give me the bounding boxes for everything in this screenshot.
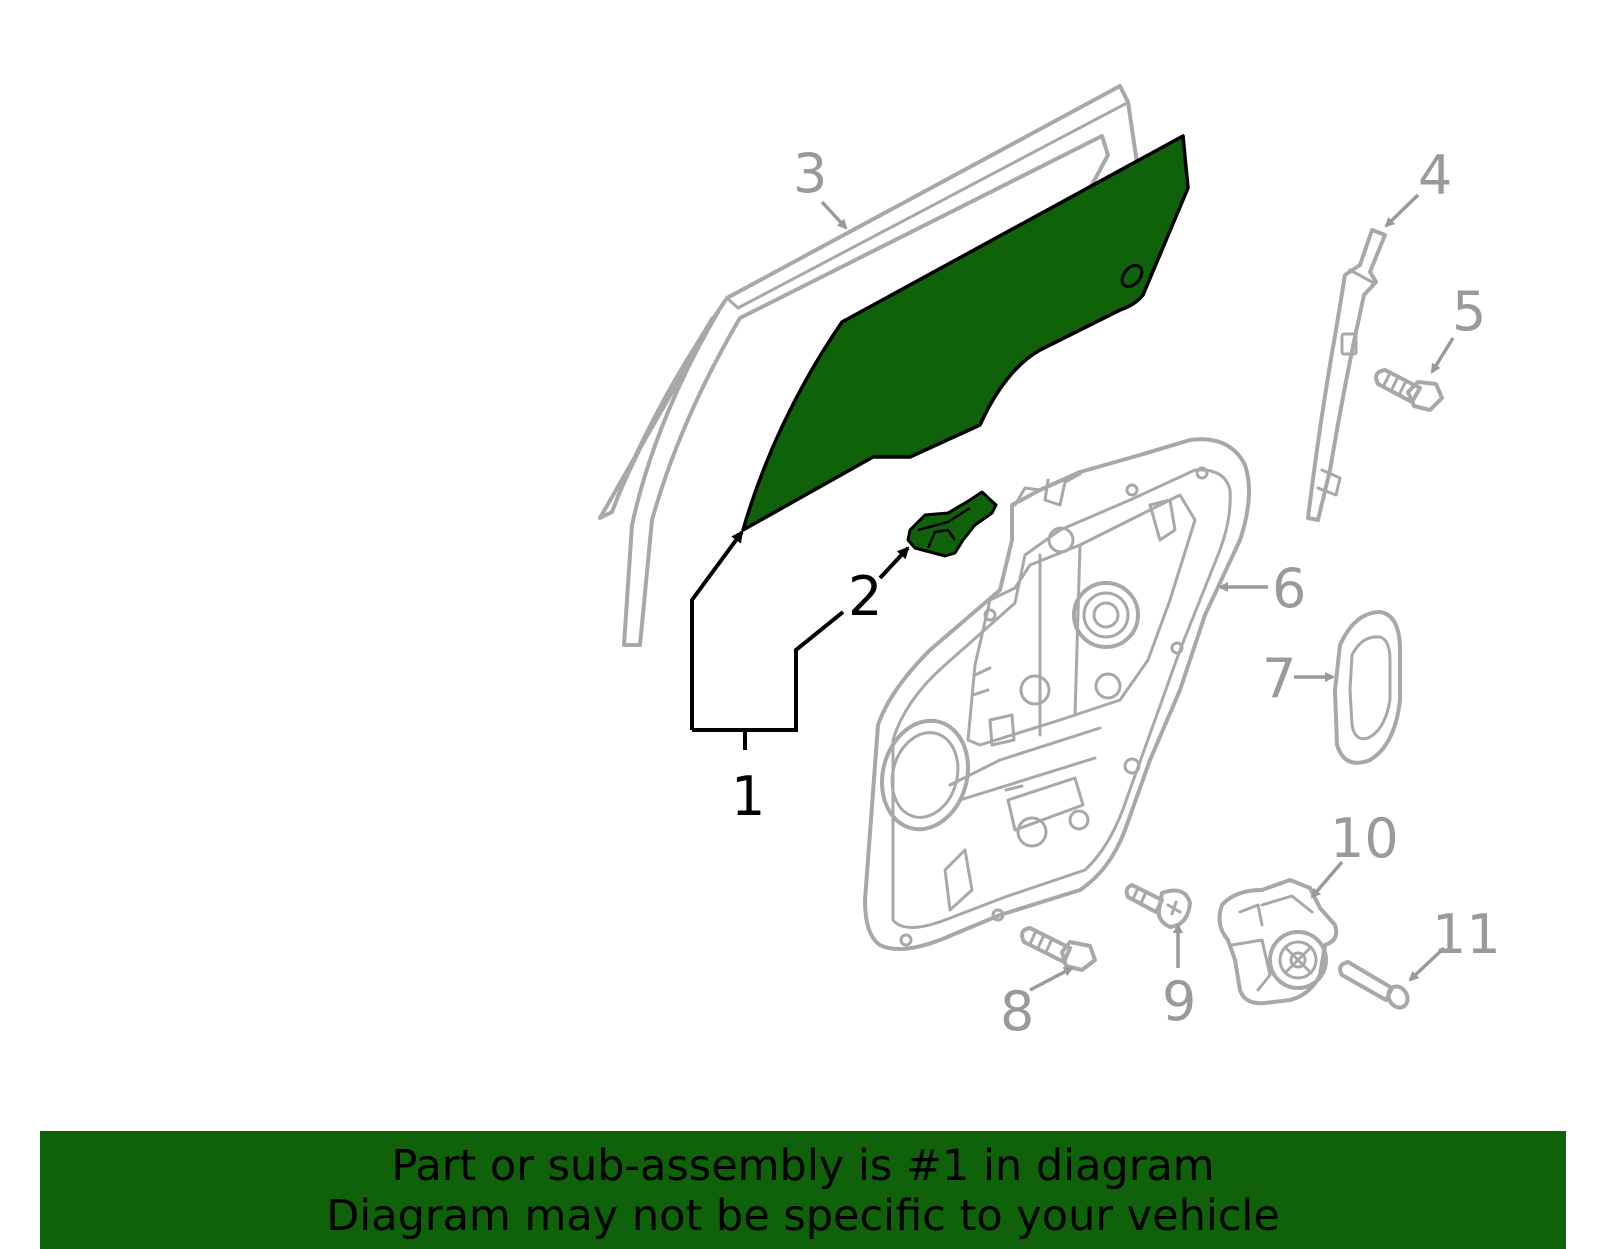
callout-9: 9	[1162, 970, 1196, 1033]
bolt-11	[1338, 960, 1410, 1010]
glass-mounting-hole	[1120, 263, 1144, 289]
window-run-channel	[598, 84, 1140, 647]
callout-7: 7	[1262, 647, 1296, 710]
leader-lines	[690, 193, 1455, 992]
screw-9	[1124, 883, 1192, 929]
door-module-panel	[863, 437, 1251, 951]
callout-6: 6	[1272, 557, 1306, 620]
glass-holder	[906, 490, 998, 558]
bolt-8	[1020, 926, 1097, 972]
info-banner: Part or sub-assembly is #1 in diagram Di…	[40, 1131, 1566, 1249]
callout-8: 8	[1000, 980, 1034, 1043]
callout-2: 2	[848, 565, 882, 628]
regulator-motor	[1217, 878, 1339, 1006]
callout-4: 4	[1418, 144, 1452, 207]
callout-11: 11	[1432, 903, 1501, 966]
callout-5: 5	[1452, 280, 1486, 343]
banner-line-1: Part or sub-assembly is #1 in diagram	[391, 1141, 1215, 1191]
guide-rail	[1306, 228, 1387, 522]
banner-line-2: Diagram may not be specific to your vehi…	[326, 1191, 1280, 1241]
door-glass	[741, 134, 1190, 532]
callout-3: 3	[793, 142, 827, 205]
bolt-5	[1374, 368, 1444, 412]
seal-ring	[1333, 610, 1402, 765]
callout-1: 1	[731, 765, 765, 828]
callout-10: 10	[1330, 807, 1399, 870]
